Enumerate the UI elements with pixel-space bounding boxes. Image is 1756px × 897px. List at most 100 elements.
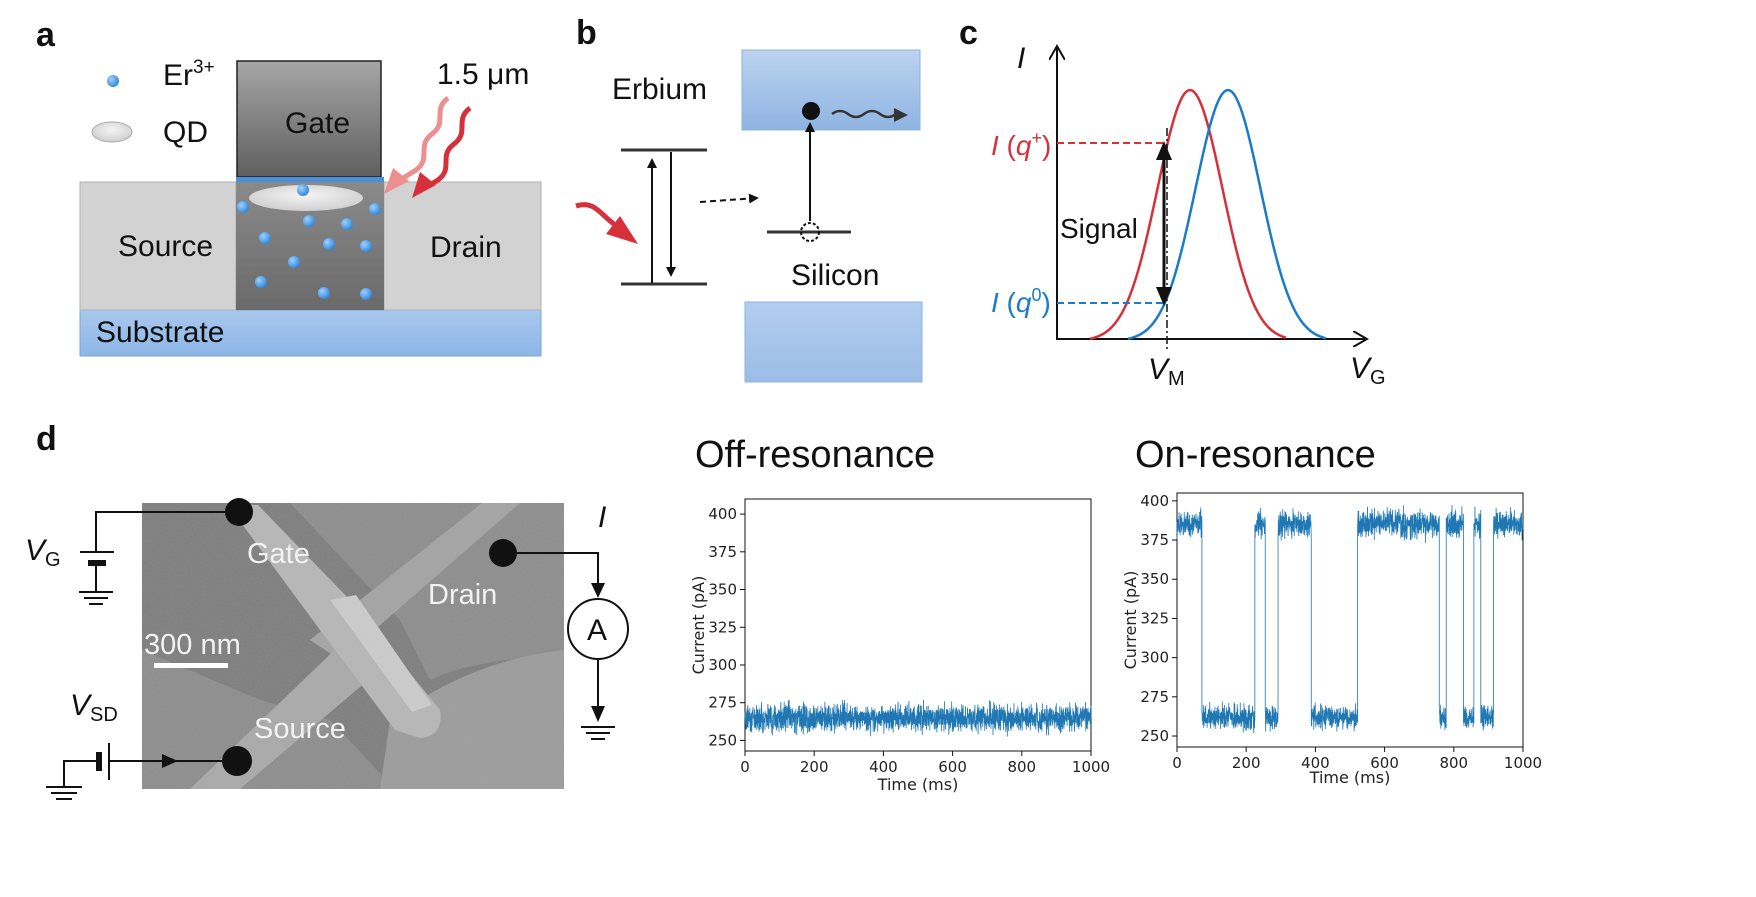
er-ion (259, 232, 271, 244)
er-ion (297, 184, 309, 196)
x-tick-label: 600 (1370, 754, 1399, 772)
legend-qd-ellipse (91, 121, 133, 143)
x-tick-label: 400 (1301, 754, 1330, 772)
y-axis-label: Current (pA) (1121, 571, 1140, 670)
gate-wire (95, 511, 239, 552)
vsd-arrow-head (162, 754, 178, 768)
panel-b: b Erbium Silicon (575, 14, 923, 383)
iq-plus-label: I (q+) (991, 128, 1051, 161)
y-tick-label: 375 (708, 543, 737, 561)
x-tick-label: 1000 (1504, 754, 1542, 772)
photon-arrowhead-dark (412, 172, 436, 198)
gate-contact (225, 498, 253, 526)
quantum-dot (249, 185, 363, 211)
er-ion (360, 240, 372, 252)
drain-circuit (503, 552, 615, 740)
wavelength-label: 1.5 μm (437, 58, 529, 91)
ionized-state (800, 222, 820, 242)
er-ion (288, 256, 300, 268)
signal-arrow-top (1156, 141, 1172, 160)
x-tick-label: 0 (1172, 754, 1182, 772)
current-trace (1176, 504, 1524, 734)
er-ion (237, 201, 249, 213)
x-tick-label: 200 (1232, 754, 1261, 772)
drain-contact (489, 539, 517, 567)
current-symbol: I (598, 501, 606, 534)
source-wire (63, 760, 96, 787)
blue-resonance-curve (1127, 88, 1327, 341)
silicon-label: Silicon (791, 259, 879, 292)
incident-photon (575, 202, 616, 227)
sem-source-label: Source (254, 713, 346, 745)
iq-zero-label: I (q0) (991, 285, 1051, 318)
x-tick-label: 800 (1439, 754, 1468, 772)
gate-circuit (79, 511, 239, 605)
legend-er-label: Er3+ (163, 57, 215, 92)
vg-label: VG (25, 534, 61, 571)
signal-label: Signal (1060, 213, 1138, 244)
er-ion (318, 287, 330, 299)
chart-title: On-resonance (1135, 434, 1376, 476)
y-axis-label: Current (pA) (689, 576, 708, 675)
x-tick-label: 0 (740, 758, 750, 776)
sem-gate-label: Gate (247, 538, 310, 570)
y-tick-label: 325 (1140, 609, 1169, 627)
photon-arrow-light (398, 96, 450, 183)
vsd-label: VSD (70, 689, 118, 726)
er-ion (323, 238, 335, 250)
er-ion (255, 276, 267, 288)
scale-bar (154, 663, 228, 668)
x-tick-label: 1000 (1072, 758, 1110, 776)
y-tick-label: 300 (708, 656, 737, 674)
y-tick-label: 250 (1140, 727, 1169, 745)
plot-frame (1176, 492, 1524, 748)
drain-wire (503, 552, 599, 584)
legend-er-dot (107, 75, 119, 87)
electron-arrow-head (894, 108, 908, 122)
ammeter-label: A (587, 614, 607, 647)
source-contact (222, 746, 252, 776)
y-tick-label: 325 (708, 618, 737, 636)
photon-arrowhead-light (384, 168, 409, 194)
y-tick-label: 400 (708, 505, 737, 523)
panel-d: d Gate Drain Source 300 nm (25, 420, 629, 800)
vm-label: VM (1148, 353, 1185, 390)
incident-photon-head (606, 216, 638, 244)
drain-arrow-head (591, 583, 605, 598)
y-tick-label: 350 (1140, 570, 1169, 588)
gate-electrode (236, 60, 382, 178)
energy-transfer-arrow (699, 193, 759, 204)
er-ion (341, 218, 353, 230)
y-tick-label: 350 (708, 581, 737, 599)
panel-a: a Er3+ QD Substrate Source Drain Gate (36, 16, 542, 357)
sem-image: Gate Drain Source 300 nm (142, 503, 564, 789)
x-tick-label: 400 (869, 758, 898, 776)
legend-qd-label: QD (163, 116, 208, 149)
panel-label-b: b (576, 14, 597, 52)
current-trace (744, 699, 1092, 737)
er-ion (369, 203, 381, 215)
source-label: Source (118, 230, 213, 263)
x-axis-label: Time (ms) (1309, 768, 1391, 787)
electron-wavy-arrow (831, 109, 897, 119)
electron (802, 102, 820, 120)
er-ion (360, 288, 372, 300)
gate-label: Gate (285, 107, 350, 140)
ammeter (567, 598, 629, 660)
ground-arrow-head (591, 706, 605, 722)
x-tick-label: 200 (800, 758, 829, 776)
plot-frame (744, 498, 1092, 752)
drain-region (383, 181, 542, 311)
substrate-layer (79, 309, 542, 357)
y-tick-label: 400 (1140, 492, 1169, 510)
y-tick-label: 300 (1140, 649, 1169, 667)
valence-band (744, 301, 923, 383)
y-tick-label: 375 (1140, 531, 1169, 549)
panel-label-c: c (959, 14, 978, 52)
panel-c: c I VG Signal I (q+) I (q0) VM (959, 14, 1386, 390)
red-resonance-curve (1089, 88, 1287, 341)
